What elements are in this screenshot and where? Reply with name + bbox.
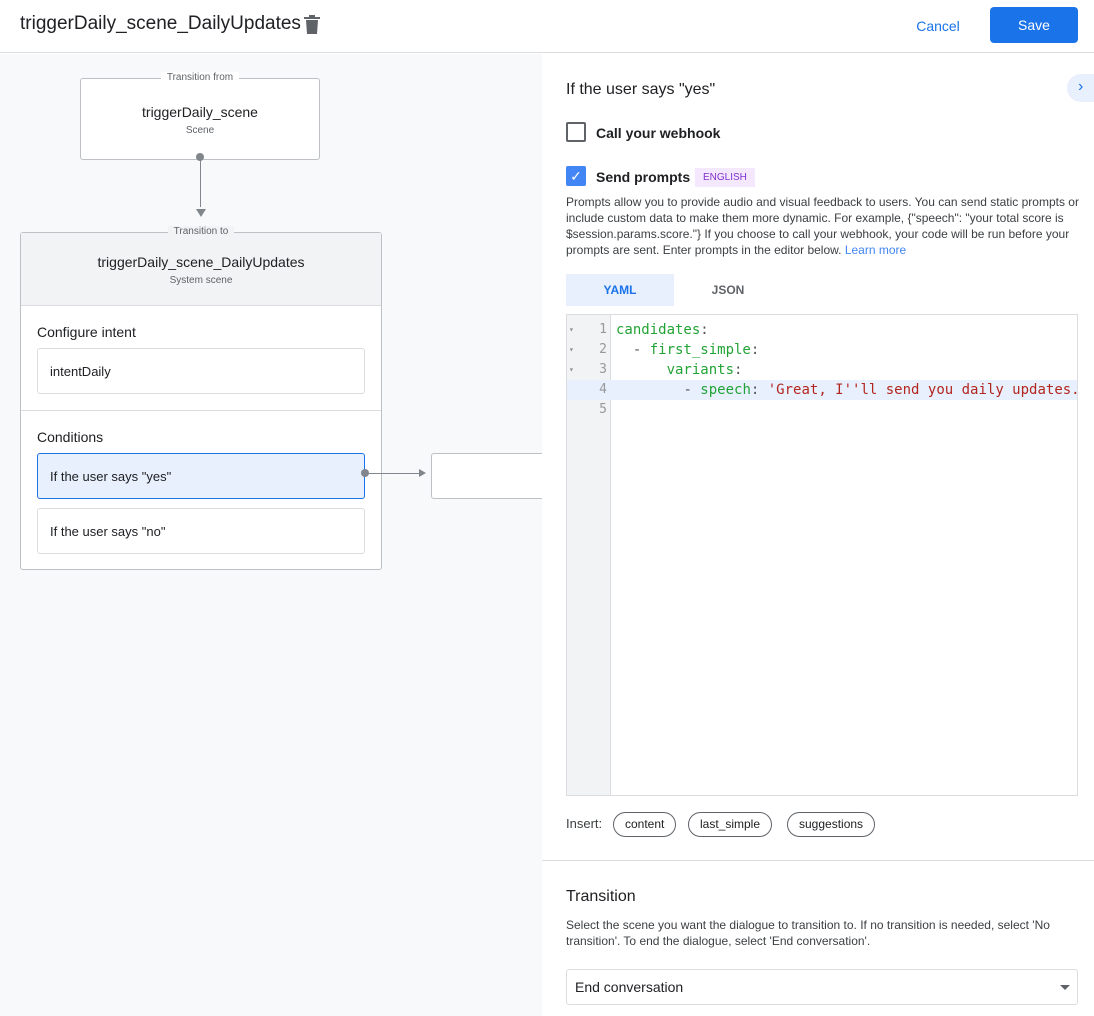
save-button[interactable]: Save (990, 7, 1078, 43)
chevron-right-icon[interactable]: › (1067, 74, 1094, 102)
code-colon: : (734, 362, 743, 378)
node-subtitle: Scene (185, 125, 215, 136)
transition-from-node[interactable]: Transition from triggerDaily_scene Scene (80, 72, 320, 160)
code-indent (616, 382, 683, 398)
code-line[interactable]: ▾ 3 variants: (567, 360, 1077, 380)
code-colon: : (700, 322, 709, 338)
transition-heading: Transition (566, 888, 636, 905)
node-title: triggerDaily_scene (142, 104, 258, 120)
webhook-checkbox[interactable] (566, 122, 586, 142)
transition-select-value: End conversation (575, 979, 684, 995)
code-key: candidates (616, 322, 701, 338)
page-title: triggerDaily_scene_DailyUpdates (20, 13, 301, 34)
code-editor[interactable]: ▾ 1 candidates: ▾ 2 - first_simple: ▾ 3 varian… (566, 314, 1078, 796)
node-label: Transition to (167, 226, 235, 237)
line-number: 5 (599, 402, 607, 417)
code-indent (616, 342, 633, 358)
dropdown-arrow-icon (1060, 985, 1070, 990)
cancel-button[interactable]: Cancel (903, 8, 973, 43)
top-bar: triggerDaily_scene_DailyUpdates Cancel S… (0, 0, 1094, 53)
language-badge: ENGLISH (695, 168, 755, 187)
node-label: Transition from (160, 72, 240, 83)
insert-chip-last-simple[interactable]: last_simple (688, 812, 773, 837)
line-number: 1 (599, 322, 607, 337)
arrow-right-icon (419, 469, 426, 477)
check-icon: ✓ (570, 168, 582, 184)
code-key: speech (700, 382, 751, 398)
delete-icon[interactable] (304, 15, 320, 34)
conditions-heading: Conditions (37, 429, 104, 445)
webhook-label: Call your webhook (596, 125, 721, 141)
code-key: variants (666, 362, 735, 378)
learn-more-link[interactable]: Learn more (844, 243, 907, 257)
prompts-description: Prompts allow you to provide audio and v… (566, 194, 1081, 258)
line-number: 4 (599, 382, 607, 397)
insert-label: Insert: (566, 816, 603, 831)
transition-target-node[interactable] (431, 453, 542, 499)
code-line[interactable]: ▾ 2 - first_simple: (567, 340, 1077, 360)
intent-item[interactable]: intentDaily (37, 348, 365, 394)
condition-item-no[interactable]: If the user says "no" (37, 508, 365, 554)
fold-arrow-icon[interactable]: ▾ (569, 325, 574, 334)
code-dash: - (632, 342, 650, 358)
tab-yaml[interactable]: YAML (566, 274, 674, 306)
description-text: Prompts allow you to provide audio and v… (566, 195, 1079, 257)
transition-description: Select the scene you want the dialogue t… (566, 918, 1050, 948)
connector-line (200, 157, 201, 207)
arrow-down-icon (196, 209, 206, 217)
code-line[interactable]: ▾ 1 candidates: (567, 320, 1077, 340)
condition-panel: › If the user says "yes" Call your webho… (542, 54, 1094, 1016)
line-number: 2 (599, 342, 607, 357)
node-subtitle: System scene (169, 275, 233, 286)
tab-json[interactable]: JSON (711, 283, 745, 297)
code-colon: : (750, 382, 760, 398)
code-key: first_simple (649, 342, 751, 358)
code-dash: - (683, 382, 701, 398)
code-indent (616, 362, 667, 378)
condition-item-yes[interactable]: If the user says "yes" (37, 453, 365, 499)
code-colon: : (750, 342, 760, 358)
node-title: triggerDaily_scene_DailyUpdates (97, 254, 305, 270)
insert-chip-suggestions[interactable]: suggestions (787, 812, 876, 837)
send-prompts-checkbox[interactable]: ✓ (566, 166, 586, 186)
code-line[interactable]: 4 - speech: 'Great, I''ll send you daily… (567, 380, 1077, 400)
connector-line (365, 473, 421, 474)
line-number: 3 (599, 362, 607, 377)
transition-to-node: Transition to triggerDaily_scene_DailyUp… (20, 226, 382, 570)
configure-intent-heading: Configure intent (37, 324, 136, 340)
panel-title: If the user says "yes" (566, 81, 716, 98)
insert-chip-content[interactable]: content (613, 812, 677, 837)
code-value: 'Great, I''ll send you daily updates.' (759, 382, 1078, 398)
send-prompts-label: Send prompts (596, 169, 691, 185)
divider (542, 860, 1094, 861)
divider (21, 410, 381, 411)
fold-arrow-icon[interactable]: ▾ (569, 345, 574, 354)
transition-select[interactable]: End conversation (566, 969, 1078, 1005)
code-line[interactable]: 5 (567, 400, 1077, 420)
flow-canvas[interactable]: Transition from triggerDaily_scene Scene… (0, 54, 542, 1016)
fold-arrow-icon[interactable]: ▾ (569, 365, 574, 374)
